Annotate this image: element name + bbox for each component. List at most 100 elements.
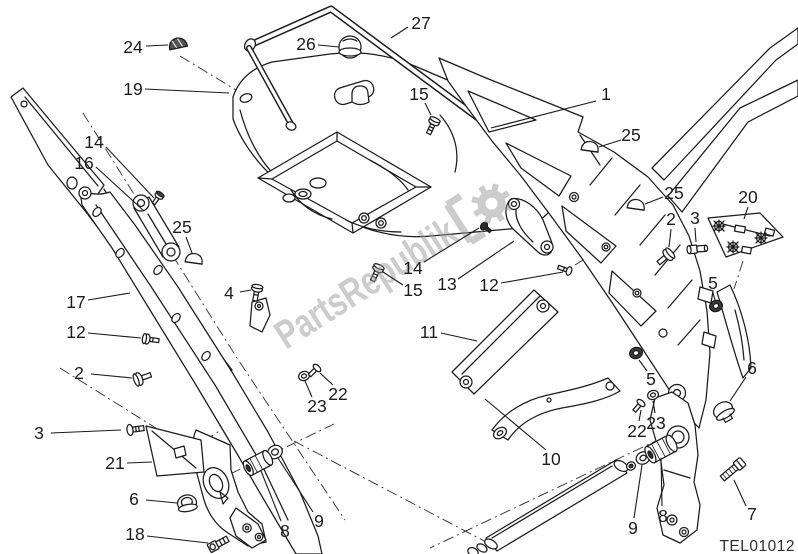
callout-leader-8a [660,457,663,507]
screw-16 [151,190,165,206]
callout-12a: 12 [479,275,498,295]
callout-18: 18 [125,524,144,544]
screw-15b [425,116,441,136]
screw-4 [250,283,264,302]
pin-14a [479,221,493,234]
callout-17: 17 [66,292,85,312]
screw-3b [126,423,145,437]
washer-23a [646,389,660,401]
callout-9b: 9 [314,511,324,531]
callout-leader-2a [668,228,672,248]
callout-leader-25a [185,236,193,254]
bolt-18 [206,535,230,553]
callout-5a: 5 [708,273,718,293]
bushing-8a [644,434,678,464]
callout-2a: 2 [666,209,676,229]
left-subframe-drawing [78,186,323,554]
speed-nut-icon [712,219,768,254]
washer-23b [297,370,311,382]
bracket-10-drawing [491,377,621,441]
callout-leader-5a [712,292,716,301]
callout-25b: 25 [621,125,640,145]
callout-3b: 3 [34,423,44,443]
callout-4: 4 [224,283,234,303]
callout-2b: 2 [74,363,84,383]
callout-12b: 12 [66,322,85,342]
callout-leader-11 [440,332,478,342]
drawing-code: TEL01012 [719,538,795,554]
callout-7: 7 [747,504,757,524]
cap-25b [580,140,599,153]
grommet-5a [708,299,724,313]
callout-leader-14a [423,227,480,263]
callout-leader-7 [733,479,747,507]
callout-leader-25b [598,139,622,148]
gear-icon [471,183,512,224]
callout-leader-3a [694,227,697,243]
callout-22a: 22 [627,421,646,441]
callout-leader-26 [317,44,340,48]
callout-leader-20 [743,206,749,220]
callout-leader-6a [729,376,747,402]
callout-leader-10 [484,398,547,451]
callout-leader-14b [105,146,155,199]
callout-leader-15a [382,271,404,286]
callout-11: 11 [420,322,438,342]
callout-leader-4 [239,289,252,293]
plate-21-drawing [145,425,205,477]
callout-leader-23b [304,380,313,398]
callout-23a: 23 [646,413,665,433]
cap-26 [338,35,362,59]
callout-leader-12a [500,271,564,284]
callout-20: 20 [738,187,758,207]
screw-12b [141,333,160,345]
callout-1: 1 [601,84,611,104]
callout-leader-18 [146,535,209,544]
callout-8b: 8 [280,521,290,541]
callout-14a: 14 [403,258,423,278]
callout-16: 16 [74,153,93,173]
screw-15a [369,263,385,283]
callout-19: 19 [123,79,142,99]
screw-2a [656,247,676,266]
callout-6a: 6 [747,358,757,378]
callout-8a: 8 [658,506,668,526]
screw-22b [307,363,322,378]
callout-27: 27 [411,13,430,33]
callout-leader-5b [638,359,648,372]
small-bracket-drawing [249,297,271,333]
callout-leader-15b [424,102,432,116]
callout-leader-24 [145,44,169,47]
callout-leader-2b [90,373,133,379]
callout-leader-9a [633,464,643,519]
callout-leader-9b [277,457,314,513]
callout-23b: 23 [307,396,326,416]
callout-10: 10 [541,449,561,469]
callout-15b: 15 [409,84,428,104]
callout-leader-17 [87,292,131,301]
rod-drawing [467,459,629,554]
callout-25c: 25 [664,183,683,203]
callout-26: 26 [296,34,315,54]
callout-leader-12b [87,332,142,339]
screw-22a [632,398,646,413]
callout-leader-3b [50,429,122,434]
callout-22b: 22 [328,384,347,404]
callout-leader-1 [490,100,597,129]
callout-21: 21 [105,453,124,473]
callout-13: 13 [437,274,456,294]
callout-3a: 3 [690,208,700,228]
bracket-13-drawing [505,197,554,256]
link-arm-drawing [132,194,181,262]
callout-leader-25c [644,196,664,205]
screw-12a [556,264,573,276]
cap-24 [168,37,189,51]
plate-20-drawing [707,212,784,258]
callout-leader-22a [638,409,642,422]
callout-leader-23a [652,400,656,414]
screw-2b [132,372,153,387]
callout-5b: 5 [646,369,656,389]
callout-15a: 15 [403,280,422,300]
